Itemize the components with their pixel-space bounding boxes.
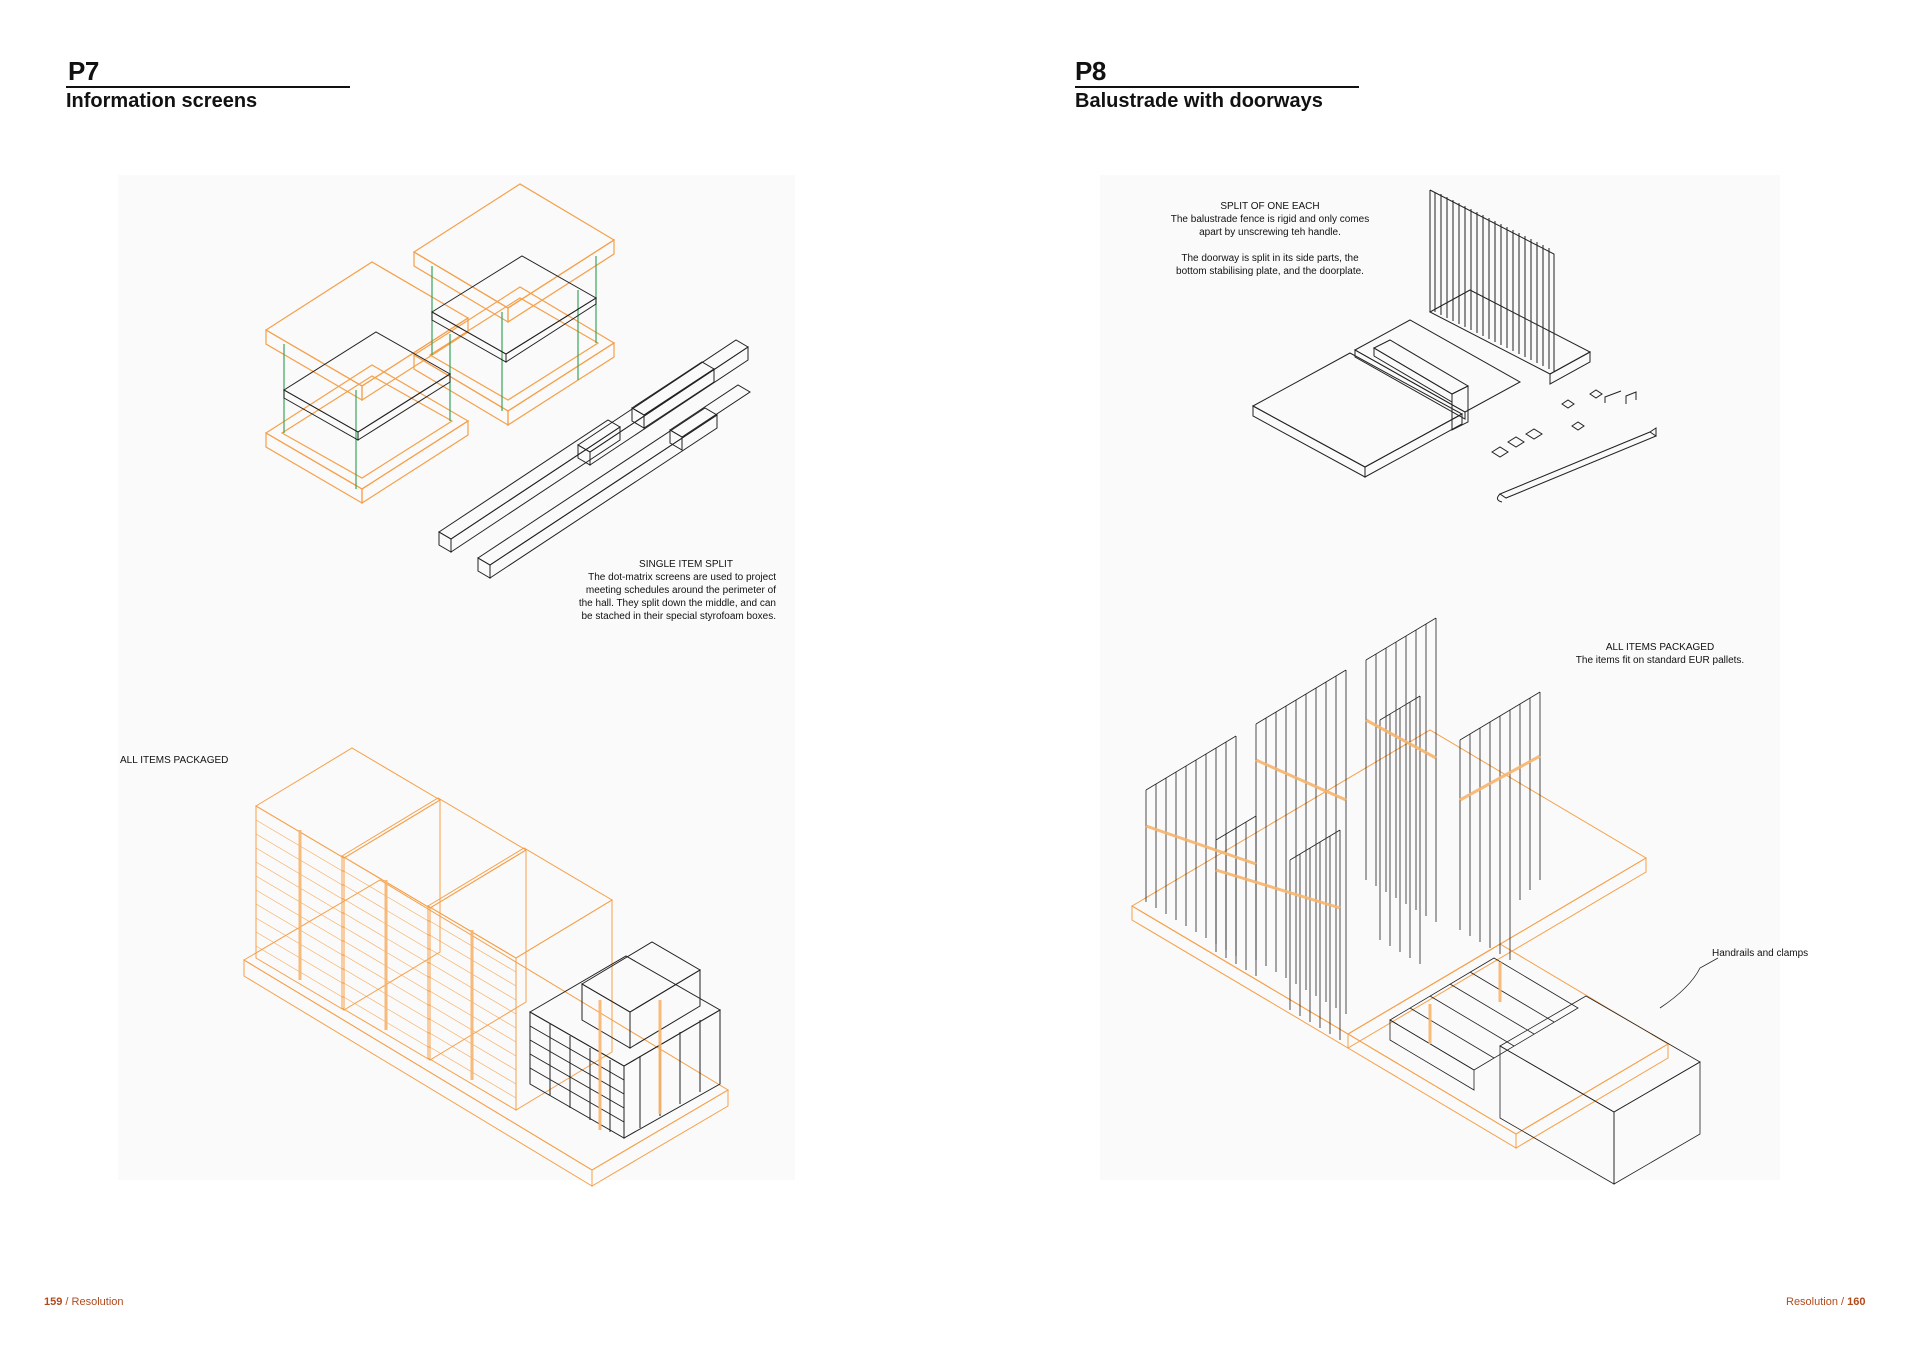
handrails-label: Handrails and clamps (1712, 948, 1809, 959)
information-screens-split-drawing (264, 183, 751, 579)
packaged-caption-heading: ALL ITEMS PACKAGED (1605, 642, 1715, 653)
heading-rule (1075, 86, 1359, 88)
split-caption-line: the hall. They split down the middle, an… (578, 598, 776, 609)
folio-separator: / (1841, 1296, 1845, 1308)
page-number: 160 (1847, 1296, 1866, 1308)
split-caption-line: The balustrade fence is rigid and only c… (1170, 214, 1370, 225)
split-caption-line: be stached in their special styrofoam bo… (581, 611, 776, 622)
folio-section: Resolution (71, 1296, 124, 1308)
split-caption-line: meeting schedules around the perimeter o… (585, 585, 776, 596)
split-caption-line: apart by unscrewing teh handle. (1199, 227, 1341, 238)
page-code: P8 (1075, 56, 1106, 86)
page-folio: Resolution / 160 (1786, 1296, 1866, 1308)
packaged-caption: ALL ITEMS PACKAGED The items fit on stan… (1540, 641, 1780, 667)
information-screens-packaged-drawing (243, 747, 729, 1187)
page-title: Information screens (66, 90, 258, 112)
drawing-panel (1100, 175, 1780, 1180)
split-caption-heading: SINGLE ITEM SPLIT (639, 559, 733, 570)
page-number: 159 (44, 1296, 63, 1308)
right-page: P8 Balustrade with doorways SPLIT OF ONE… (960, 0, 1920, 1357)
page-title: Balustrade with doorways (1075, 90, 1323, 112)
split-caption: SINGLE ITEM SPLIT The dot-matrix screens… (576, 558, 776, 623)
split-caption-heading: SPLIT OF ONE EACH (1220, 201, 1320, 212)
left-page: P7 Information screens (44, 56, 795, 1308)
split-caption-line: bottom stabilising plate, and the doorpl… (1176, 266, 1364, 277)
split-caption-line: The doorway is split in its side parts, … (1181, 253, 1359, 264)
packaged-caption-line: The items fit on standard EUR pallets. (1575, 655, 1745, 666)
drawing-panel (118, 175, 795, 1180)
balustrade-packaged-drawing (1131, 617, 1719, 1185)
heading-rule (66, 86, 350, 88)
balustrade-split-drawing (1251, 189, 1658, 503)
packaged-label: ALL ITEMS PACKAGED (120, 755, 229, 766)
page-code: P7 (68, 56, 99, 86)
folio-separator: / (65, 1296, 69, 1308)
folio-section: Resolution (1786, 1296, 1838, 1308)
split-caption-line: The dot-matrix screens are used to proje… (588, 572, 776, 583)
page-folio: 159 / Resolution (44, 1296, 124, 1308)
split-caption: SPLIT OF ONE EACH The balustrade fence i… (1100, 200, 1440, 278)
